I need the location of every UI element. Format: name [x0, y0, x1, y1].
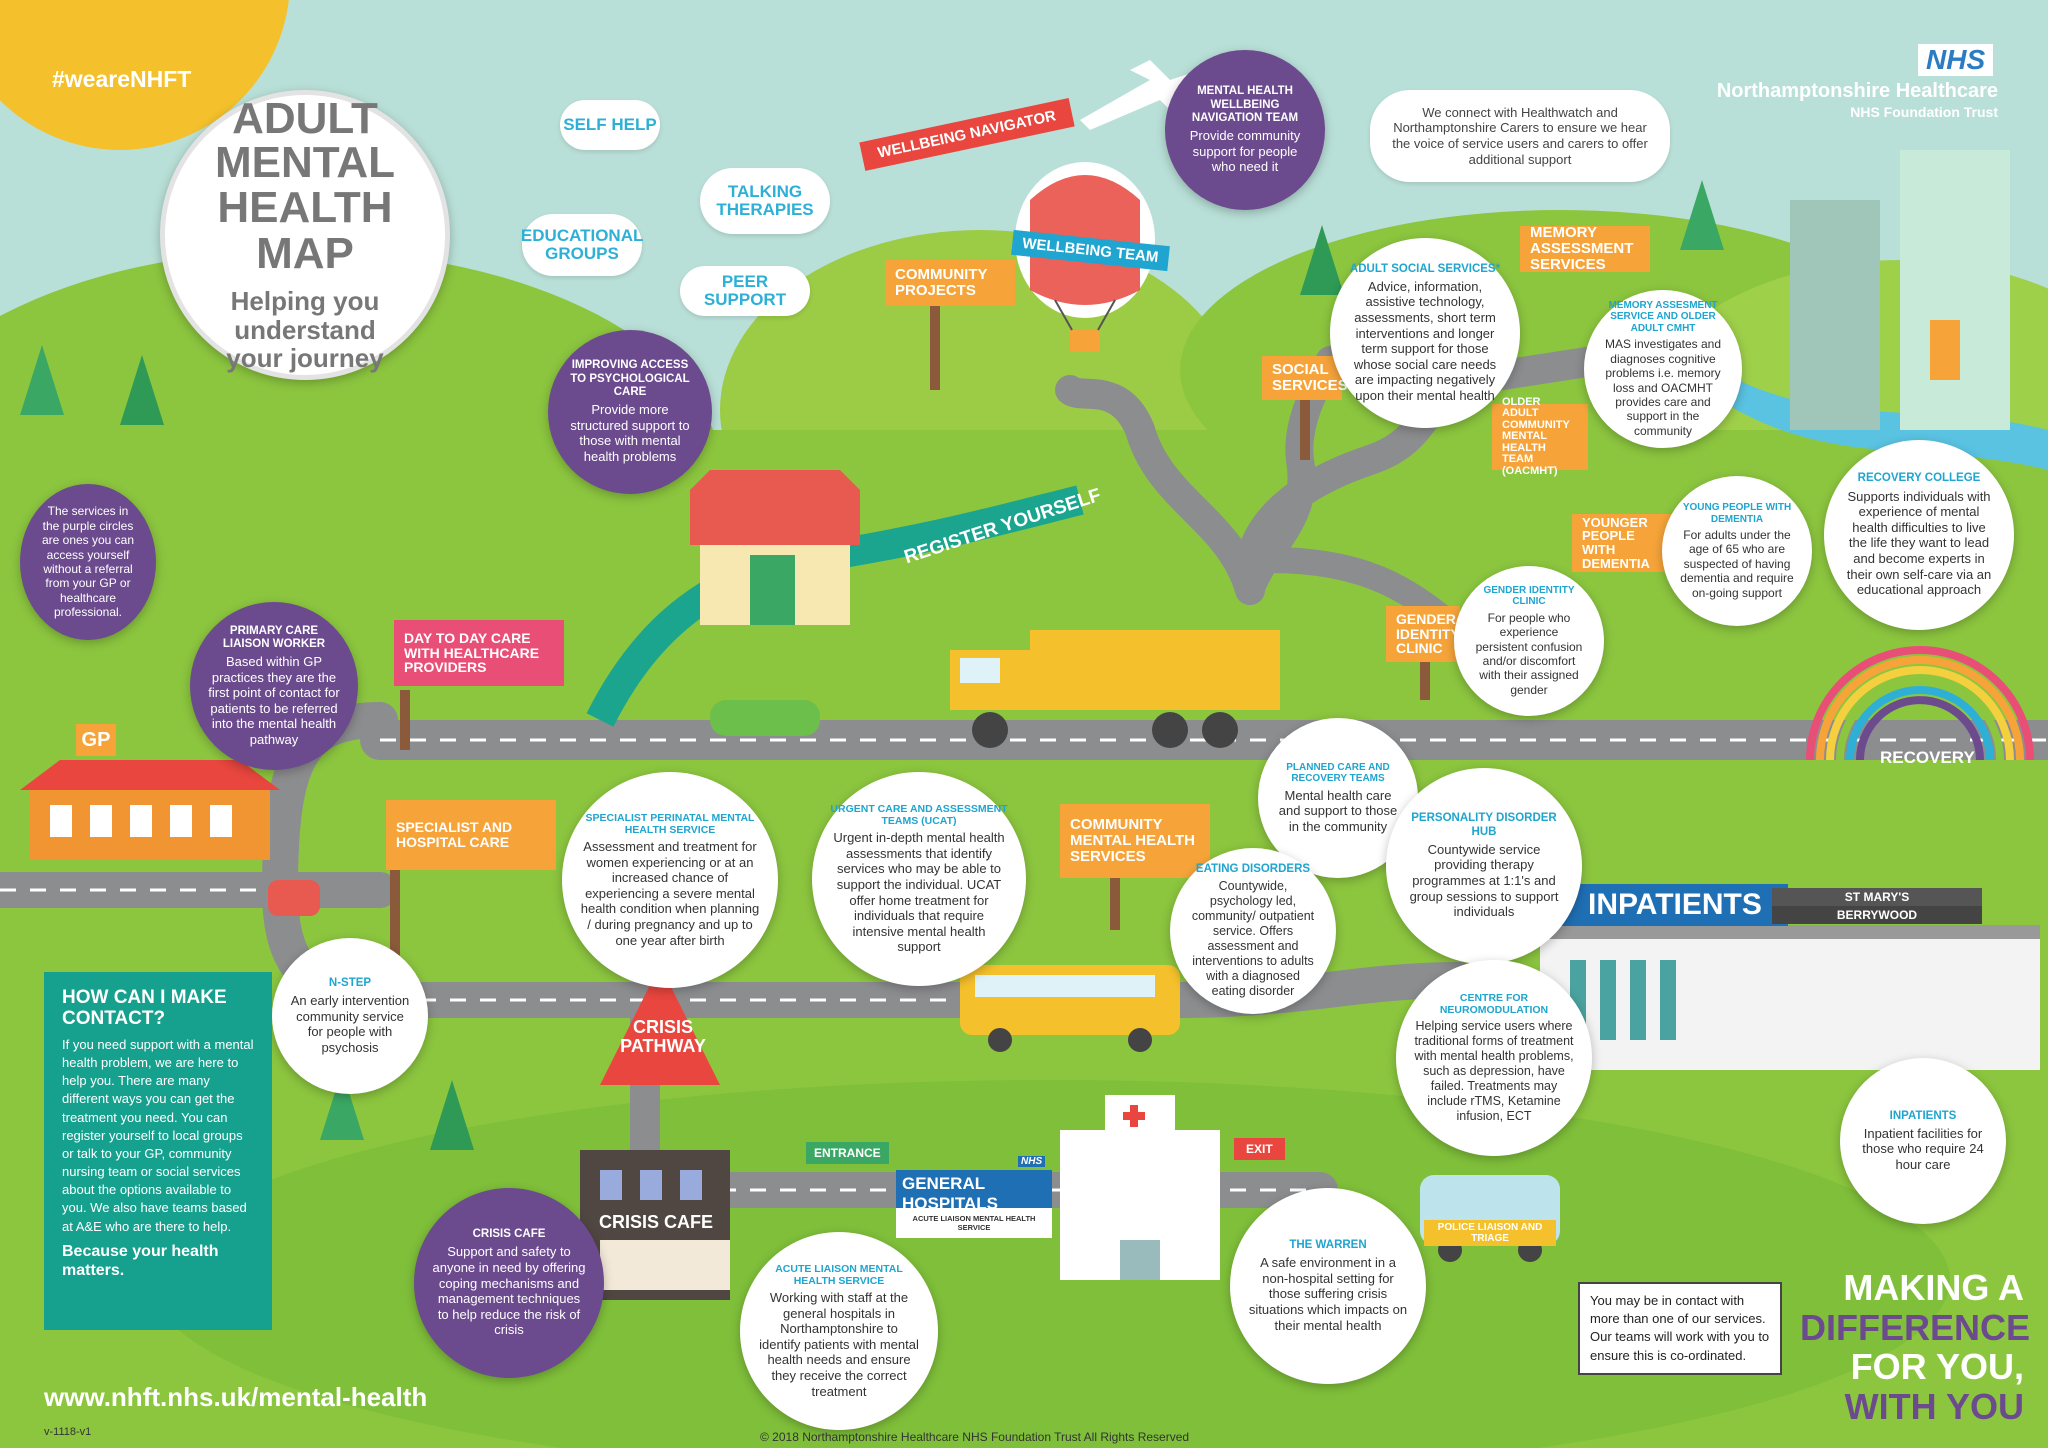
peer-support-cloud: PEER SUPPORT [680, 266, 810, 316]
self-help-cloud: SELF HELP [560, 100, 660, 150]
connect-note: We connect with Healthwatch and Northamp… [1370, 90, 1670, 182]
hospital-building [1060, 1095, 1220, 1280]
contact-bold: Because your health matters. [62, 1242, 219, 1280]
sign-social-services: SOCIAL SERVICES [1262, 356, 1348, 400]
version-label: v-1118-v1 [44, 1426, 92, 1438]
sign-gp: GP [76, 724, 116, 756]
st-marys-sign: ST MARY'S [1772, 888, 1982, 906]
sign-community-mh: COMMUNITY MENTAL HEALTH SERVICES [1060, 804, 1210, 878]
circle-perinatal: SPECIALIST PERINATAL MENTAL HEALTH SERVI… [562, 772, 778, 988]
sign-specialist-care: SPECIALIST AND HOSPITAL CARE [386, 800, 556, 870]
circle-primary-care: PRIMARY CARE LIAISON WORKER Based within… [190, 602, 358, 770]
circle-young-dementia: YOUNG PEOPLE WITH DEMENTIA For adults un… [1662, 476, 1812, 626]
tower-a [1790, 200, 1880, 430]
circle-eating-disorders: EATING DISORDERS Countywide, psychology … [1170, 848, 1336, 1014]
circle-memory-service: MEMORY ASSESMENT SERVICE AND OLDER ADULT… [1584, 290, 1742, 448]
circle-planned-care: PLANNED CARE AND RECOVERY TEAMS Mental h… [1258, 718, 1418, 878]
inpatient-building [1540, 925, 2040, 1070]
sign-older-adult: OLDER ADULT COMMUNITY MENTAL HEALTH TEAM… [1492, 396, 1588, 477]
river [1720, 370, 2048, 470]
berrywood-sign: BERRYWOOD [1772, 906, 1982, 924]
title-line-2: HEALTH MAP [217, 182, 393, 279]
tree-icon [120, 355, 164, 425]
contact-panel: HOW CAN I MAKE CONTACT? If you need supp… [44, 972, 272, 1330]
recovery-label: RECOVERY [1880, 748, 1975, 767]
slogan: MAKING A DIFFERENCE FOR YOU, WITH YOU [1800, 1267, 2031, 1427]
copyright: © 2018 Northamptonshire Healthcare NHS F… [760, 1430, 1190, 1444]
sign-community-projects: COMMUNITY PROJECTS [885, 260, 1015, 306]
yellow-bus [960, 965, 1180, 1052]
rainbow [1806, 646, 2034, 761]
circle-recovery-college: RECOVERY COLLEGE Supports individuals wi… [1824, 440, 2014, 630]
truck [950, 630, 1280, 748]
crisis-cafe-building [580, 1150, 730, 1300]
educational-groups-cloud: EDUCATIONAL GROUPS [521, 214, 643, 276]
acute-liaison-subsign: ACUTE LIAISON MENTAL HEALTH SERVICE [896, 1208, 1052, 1238]
title-line-1: ADULT MENTAL [214, 93, 396, 187]
tree-icon [1300, 225, 1344, 295]
nhs-logo: NHS [1918, 44, 1994, 76]
sign-gender-clinic: GENDER IDENTITY CLINIC [1386, 606, 1460, 662]
gp-building [20, 760, 280, 860]
circle-the-warren: THE WARREN A safe environment in a non-h… [1230, 1188, 1426, 1384]
coordination-info-box: You may be in contact with more than one… [1578, 1282, 1782, 1375]
subtitle-line-2: your journey [226, 343, 384, 374]
tree-icon [430, 1080, 474, 1150]
tree-icon [20, 345, 64, 415]
talking-therapies-cloud: TALKING THERAPIES [700, 168, 830, 234]
crisis-triangle [600, 965, 720, 1085]
sign-memory-assessment: MEMORY ASSESSMENT SERVICES [1520, 225, 1650, 272]
crisis-cafe-label: CRISIS CAFE [598, 1212, 713, 1232]
inpatients-sign: INPATIENTS [1562, 884, 1788, 926]
entrance-sign: ENTRANCE [806, 1142, 889, 1164]
circle-neuromodulation: CENTRE FOR NEUROMODULATION Helping servi… [1396, 960, 1592, 1156]
circle-gender-clinic: GENDER IDENTITY CLINIC For people who ex… [1454, 566, 1604, 716]
circle-personality-hub: PERSONALITY DISORDER HUB Countywide serv… [1386, 768, 1582, 964]
circle-iapt: IMPROVING ACCESS TO PSYCHOLOGICAL CARE P… [548, 330, 712, 494]
contact-body: If you need support with a mental health… [62, 1036, 254, 1234]
title-circle: ADULT MENTAL HEALTH MAP Helping you unde… [160, 90, 450, 380]
hospital-nhs-badge: NHS [1018, 1156, 1046, 1167]
circle-ucat: URGENT CARE AND ASSESSMENT TEAMS (UCAT) … [812, 772, 1026, 986]
police-liaison-label: POLICE LIAISON AND TRIAGE [1424, 1220, 1556, 1246]
circle-inpatients: INPATIENTS Inpatient facilities for thos… [1840, 1058, 2006, 1224]
red-car [268, 880, 320, 916]
circle-crisis-cafe: CRISIS CAFE Support and safety to anyone… [414, 1188, 604, 1378]
exit-sign: EXIT [1234, 1138, 1285, 1160]
circle-adult-social: ADULT SOCIAL SERVICES* Advice, informati… [1330, 238, 1520, 428]
website-link[interactable]: www.nhft.nhs.uk/mental-health [44, 1382, 428, 1412]
circle-purple-note: The services in the purple circles are o… [20, 484, 156, 640]
trust-name: NHS Foundation Trust [1850, 104, 1998, 120]
crisis-pathway-label: CRISIS PATHWAY [620, 1017, 706, 1056]
sign-day-to-day-care: DAY TO DAY CARE WITH HEALTHCARE PROVIDER… [394, 620, 564, 686]
hashtag-label: #weareNHFT [52, 66, 192, 92]
tree-icon [1680, 180, 1724, 250]
house [690, 470, 860, 625]
circle-nstep: N-STEP An early intervention community s… [272, 938, 428, 1094]
tower-b [1900, 150, 2010, 430]
sun-shape [0, 0, 289, 150]
sign-younger-dementia: YOUNGER PEOPLE WITH DEMENTIA [1572, 514, 1672, 572]
org-name: Northamptonshire Healthcare [1716, 80, 1998, 102]
contact-heading-1: HOW CAN I MAKE [62, 987, 227, 1008]
subtitle-line-1: Helping you understand [230, 286, 380, 345]
contact-heading-2: CONTACT? [62, 1007, 166, 1029]
green-car [710, 700, 820, 736]
circle-navigation-team: MENTAL HEALTH WELLBEING NAVIGATION TEAM … [1165, 50, 1325, 210]
circle-acute-liaison: ACUTE LIAISON MENTAL HEALTH SERVICE Work… [740, 1232, 938, 1430]
